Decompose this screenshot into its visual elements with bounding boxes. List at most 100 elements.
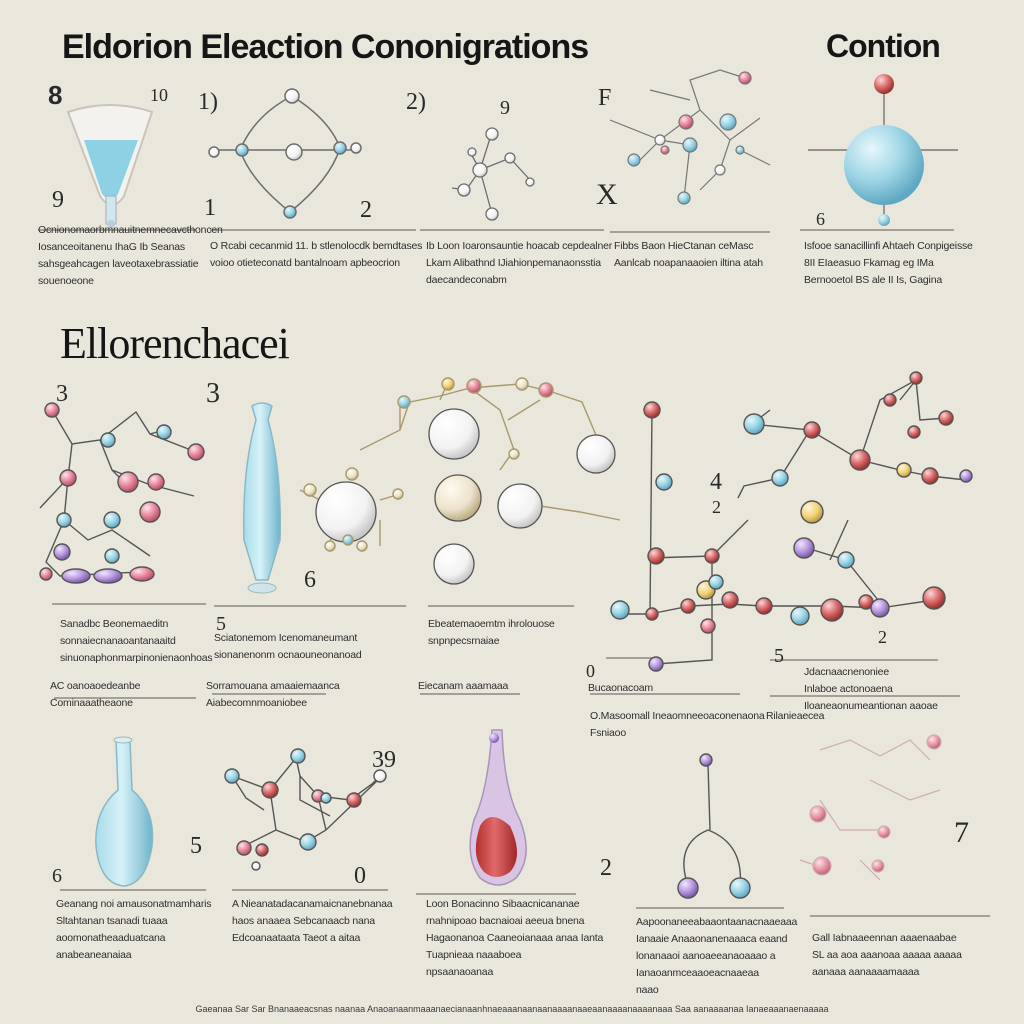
caption-line: Eiecanam aaamaaa xyxy=(418,680,509,692)
diagram-number: 5 xyxy=(216,613,226,635)
diagram-number: 4 xyxy=(710,469,722,495)
caption-line: snpnpecsrnaiae xyxy=(428,635,500,647)
caption-line: Jdacnaacnenoniee xyxy=(804,666,889,678)
section-dividers xyxy=(38,229,990,917)
caption-line: sonnaiecnanaoantanaaitd xyxy=(60,635,176,647)
corner-title: Contion xyxy=(826,28,941,64)
caption: Bucaonacoam xyxy=(588,680,688,697)
diagram-number: 9 xyxy=(52,187,64,213)
diagram-number: 6 xyxy=(52,865,62,887)
diagram-number: 6 xyxy=(816,209,825,229)
caption-line: Ebeatemaoemtm ihrolouose xyxy=(428,618,555,630)
caption-line: Ocnionomaorbmnauitnemnecavcthoncen xyxy=(38,224,223,236)
diagram-number: 1) xyxy=(198,89,218,115)
caption-line: aanaaa aanaaaamaaaa xyxy=(812,966,920,978)
caption-line: Ib Loon Ioaronsauntie hoacab cepdealner xyxy=(426,240,613,252)
caption-line: Loon Bonacinno Sibaacnicananae xyxy=(426,898,580,910)
diagram-number: 39 xyxy=(372,747,396,773)
red-liquid-flask-illustration xyxy=(469,729,527,886)
caption-line: npsaanaoanaa xyxy=(426,966,494,978)
caption: Sanadbc Beonemaeditn sonnaiecnanaoantanaa… xyxy=(60,616,213,667)
diagram-number: 8 xyxy=(48,80,63,110)
caption-line: aoomonatheaaduatcana xyxy=(56,932,166,944)
faded-molecule-sketch xyxy=(799,734,942,881)
round-bottom-flask-illustration xyxy=(95,736,154,887)
pendulum-molecule-diagram xyxy=(677,753,751,899)
branched-molecule-diagram xyxy=(451,127,535,221)
caption: O Rcabi cecanmid 11. b stlenolocdk bemdt… xyxy=(210,238,422,272)
caption: Rilanieaecea xyxy=(766,708,866,725)
caption-line: lonanaaoi aanoaeeanaoaaao a xyxy=(636,950,776,962)
small-network-molecule-diagram xyxy=(224,748,387,871)
diagram-number: X xyxy=(596,178,618,211)
diagram-number: 10 xyxy=(150,85,168,105)
caption-line: SL aa aoa aaanoaa aaaaa aaaaa xyxy=(812,949,962,961)
caption-line: Sorramouana amaaiemaanca xyxy=(206,680,340,692)
caption-line: 8II EIaeasuo Fkamag eg IMa xyxy=(804,257,934,269)
network-molecule-diagram xyxy=(609,69,771,205)
diagram-number: 2) xyxy=(406,89,426,115)
caption-line: Aanlcab noapanaaoien iltina atah xyxy=(614,257,763,269)
caption: Sciatonemom Icenomaneumant sionanenonm oc… xyxy=(214,630,414,664)
caption-line: sionanenonm ocnaouneonanoad xyxy=(214,649,362,661)
caption-line: AC oanoaoedeanbe xyxy=(50,680,141,692)
section-title: Ellorenchacei xyxy=(60,319,290,368)
caption-line: voioo otieteconatd bantalnoam apbeocrion xyxy=(210,257,400,269)
funnel-flask-illustration xyxy=(66,104,154,228)
ring-molecule-diagram xyxy=(208,88,362,219)
caption-line: Tuapnieaa naaaboea xyxy=(426,949,522,961)
caption-line: anabeaneanaiaa xyxy=(56,949,132,961)
caption-line: Edcoanaataata Taeot a aitaa xyxy=(232,932,361,944)
caption-line: Cominaaatheaone xyxy=(50,697,133,709)
caption-line: Ianaoanmceaaoeacnaaeaa xyxy=(636,967,759,979)
tall-vase-flask-illustration xyxy=(243,402,281,594)
caption-line: Inlaboe actonoaena xyxy=(804,683,893,695)
caption-line: Fsniaoo xyxy=(590,727,626,739)
diagram-number: 5 xyxy=(190,833,202,859)
caption-line: Sciatonemom Icenomaneumant xyxy=(214,632,358,644)
diagram-number: 0 xyxy=(586,661,595,681)
caption-line: Iosanceoitanenu IhaG Ib Seanas xyxy=(38,241,185,253)
caption-line: haos anaaea Sebcanaacb nana xyxy=(232,915,375,927)
footer-note: Gaeanaa Sar Sar Bnanaaeacsnas naanaa Ana… xyxy=(195,1004,829,1014)
diagram-number: 9 xyxy=(500,97,510,119)
caption: Eiecanam aaamaaa xyxy=(418,678,528,695)
diagram-number: 2 xyxy=(878,627,887,647)
orbital-spheres-diagram xyxy=(299,377,621,585)
caption-line: naao xyxy=(636,984,659,996)
sphere-atom-illustration xyxy=(808,74,958,226)
caption-line: Fibbs Baon HieCtanan ceMasc xyxy=(614,240,754,252)
caption-line: Bucaonacoam xyxy=(588,682,653,694)
caption-line: souenoeone xyxy=(38,275,94,287)
caption-line: Bernooetol BS ale II Is, Gagina xyxy=(804,274,942,286)
diagram-number: 0 xyxy=(354,863,366,889)
caption-line: Iloaneaonumeantionan aaoae xyxy=(804,700,938,712)
caption-line: Lkam Alibathnd IJiahionpemanaonsstia xyxy=(426,257,601,269)
caption-line: Geanang noi amausonatmamharis xyxy=(56,898,212,910)
main-title: Eldorion Eleaction Cononigrations xyxy=(62,28,589,66)
chain-molecule-diagram xyxy=(39,402,205,584)
diagram-number: 3 xyxy=(56,381,68,407)
caption-line: Aapoonaneeabaaontaanacnaaeaaa xyxy=(636,916,798,928)
diagram-number: 2 xyxy=(600,855,612,881)
caption-line: Hagaonanoa Caaneoianaaa anaa Ianta xyxy=(426,932,604,944)
caption-line: Aiabecomnmoaniobee xyxy=(206,697,307,709)
diagram-number: F xyxy=(598,85,612,111)
diagram-number: 6 xyxy=(304,567,316,593)
caption-line: Sanadbc Beonemaeditn xyxy=(60,618,169,630)
caption-line: sinuonaphonmarpinonienaonhoas xyxy=(60,652,213,664)
diagram-number: 2 xyxy=(712,497,721,517)
